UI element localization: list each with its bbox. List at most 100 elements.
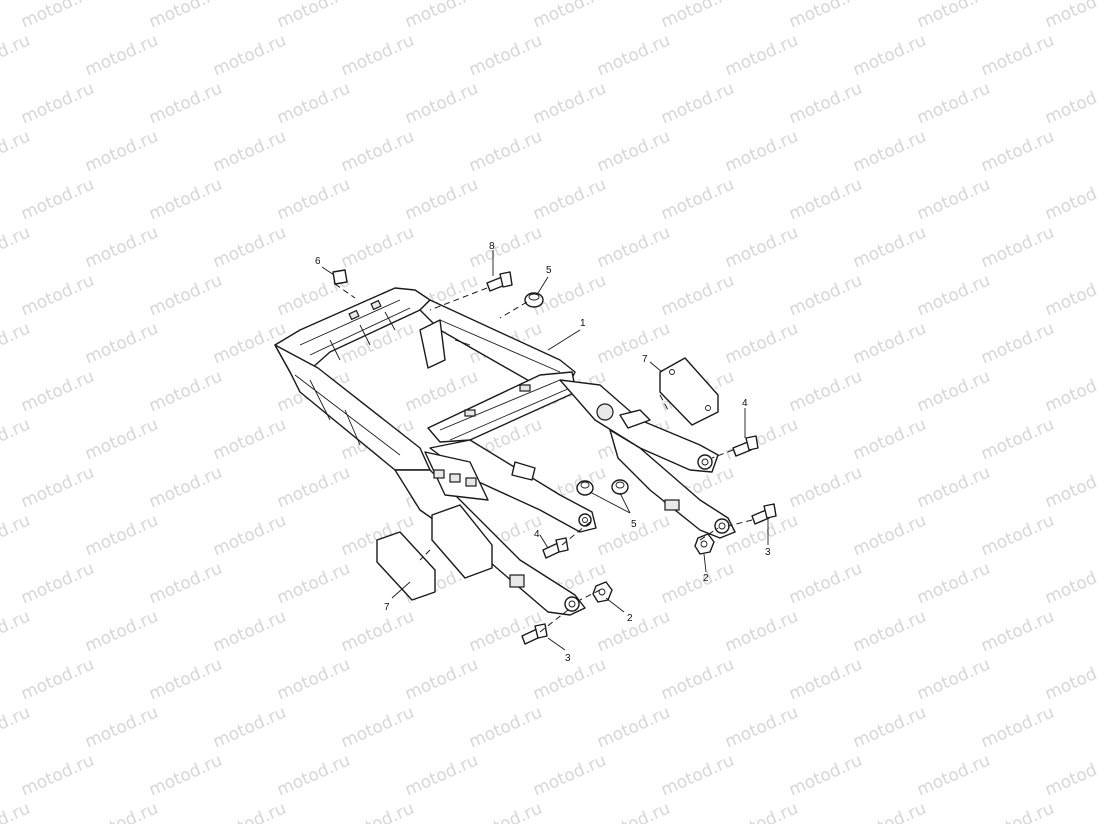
- watermark-text: motod.ru: [0, 31, 33, 81]
- watermark-text: motod.ru: [850, 703, 929, 753]
- watermark-text: motod.ru: [18, 655, 97, 705]
- watermark-text: motod.ru: [594, 319, 673, 369]
- watermark-text: motod.ru: [82, 415, 161, 465]
- watermark-text: motod.ru: [786, 0, 865, 33]
- nut-5-mid: [576, 479, 629, 496]
- watermark-text: motod.ru: [82, 607, 161, 657]
- watermark-text: motod.ru: [210, 799, 289, 824]
- watermark-text: motod.ru: [658, 175, 737, 225]
- watermark-text: motod.ru: [1042, 655, 1098, 705]
- watermark-text: motod.ru: [82, 127, 161, 177]
- watermark-text: motod.ru: [0, 223, 33, 273]
- watermark-text: motod.ru: [338, 607, 417, 657]
- watermark-text: motod.ru: [466, 223, 545, 273]
- watermark-text: motod.ru: [914, 175, 993, 225]
- watermark-text: motod.ru: [18, 271, 97, 321]
- watermark-text: motod.ru: [722, 415, 801, 465]
- watermark-text: motod.ru: [274, 559, 353, 609]
- pad-7-right: [659, 357, 719, 426]
- watermark-text: motod.ru: [0, 415, 33, 465]
- nut-2-right: [694, 533, 715, 555]
- watermark-text: motod.ru: [786, 751, 865, 801]
- watermark-text: motod.ru: [274, 751, 353, 801]
- watermark-text: motod.ru: [82, 799, 161, 824]
- watermark-text: motod.ru: [914, 463, 993, 513]
- watermark-text: motod.ru: [850, 415, 929, 465]
- watermark-text: motod.ru: [146, 271, 225, 321]
- watermark-text: motod.ru: [722, 607, 801, 657]
- watermark-text: motod.ru: [978, 319, 1057, 369]
- watermark-text: motod.ru: [274, 655, 353, 705]
- watermark-text: motod.ru: [850, 319, 929, 369]
- pad-7-left: [376, 504, 493, 601]
- watermark-text: motod.ru: [402, 0, 481, 33]
- watermark-text: motod.ru: [274, 463, 353, 513]
- clip-6: [332, 269, 348, 285]
- callout-4-left: 4: [534, 529, 540, 540]
- watermark-text: motod.ru: [0, 703, 33, 753]
- watermark-text: motod.ru: [402, 751, 481, 801]
- watermark-text: motod.ru: [0, 607, 33, 657]
- watermark-text: motod.ru: [466, 127, 545, 177]
- watermark-text: motod.ru: [658, 271, 737, 321]
- watermark-text: motod.ru: [210, 511, 289, 561]
- watermark-text: motod.ru: [338, 31, 417, 81]
- leader-lines: [321, 250, 769, 651]
- watermark-text: motod.ru: [978, 223, 1057, 273]
- watermark-text: motod.ru: [210, 607, 289, 657]
- watermark-text: motod.ru: [210, 703, 289, 753]
- watermark-text: motod.ru: [146, 559, 225, 609]
- watermark-text: motod.ru: [18, 367, 97, 417]
- watermark-text: motod.ru: [978, 703, 1057, 753]
- watermark-text: motod.ru: [786, 175, 865, 225]
- watermark-text: motod.ru: [274, 0, 353, 33]
- watermark-text: motod.ru: [594, 223, 673, 273]
- watermark-text: motod.ru: [18, 751, 97, 801]
- watermark-text: motod.ru: [786, 79, 865, 129]
- watermark-text: motod.ru: [146, 367, 225, 417]
- watermark-text: motod.ru: [978, 607, 1057, 657]
- watermark-text: motod.ru: [82, 31, 161, 81]
- callout-8: 8: [489, 241, 495, 252]
- watermark-text: motod.ru: [82, 223, 161, 273]
- watermark-text: motod.ru: [978, 511, 1057, 561]
- watermark-text: motod.ru: [466, 799, 545, 824]
- watermark-text: motod.ru: [402, 655, 481, 705]
- callout-7-right: 7: [642, 354, 648, 365]
- watermark-text: motod.ru: [786, 463, 865, 513]
- watermark-text: motod.ru: [146, 655, 225, 705]
- bolt-3-right: [751, 503, 777, 525]
- watermark-text: motod.ru: [210, 31, 289, 81]
- callout-2-right: 2: [703, 573, 709, 584]
- watermark-text: motod.ru: [18, 175, 97, 225]
- assembly-lines: [334, 283, 753, 633]
- watermark-text: motod.ru: [274, 79, 353, 129]
- watermark-text: motod.ru: [530, 0, 609, 33]
- watermark-text: motod.ru: [0, 319, 33, 369]
- watermark-text: motod.ru: [850, 31, 929, 81]
- watermark-text: motod.ru: [722, 319, 801, 369]
- watermark-text: motod.ru: [1042, 0, 1098, 33]
- watermark-text: motod.ru: [786, 367, 865, 417]
- callout-7-left: 7: [384, 602, 390, 613]
- watermark-text: motod.ru: [210, 223, 289, 273]
- watermark-text: motod.ru: [850, 511, 929, 561]
- watermark-text: motod.ru: [338, 127, 417, 177]
- watermark-text: motod.ru: [722, 799, 801, 824]
- nut-5-top: [524, 292, 544, 308]
- watermark-text: motod.ru: [658, 559, 737, 609]
- subframe-assembly: [274, 287, 736, 616]
- watermark-text: motod.ru: [530, 79, 609, 129]
- watermark-text: motod.ru: [722, 703, 801, 753]
- callout-3-left: 3: [565, 653, 571, 664]
- watermark-text: motod.ru: [18, 79, 97, 129]
- bolt-8: [486, 271, 513, 292]
- watermark-text: motod.ru: [658, 0, 737, 33]
- watermark-text: motod.ru: [1042, 751, 1098, 801]
- watermark-text: motod.ru: [914, 367, 993, 417]
- watermark-text: motod.ru: [914, 271, 993, 321]
- watermark-text: motod.ru: [338, 799, 417, 824]
- watermark-text: motod.ru: [210, 415, 289, 465]
